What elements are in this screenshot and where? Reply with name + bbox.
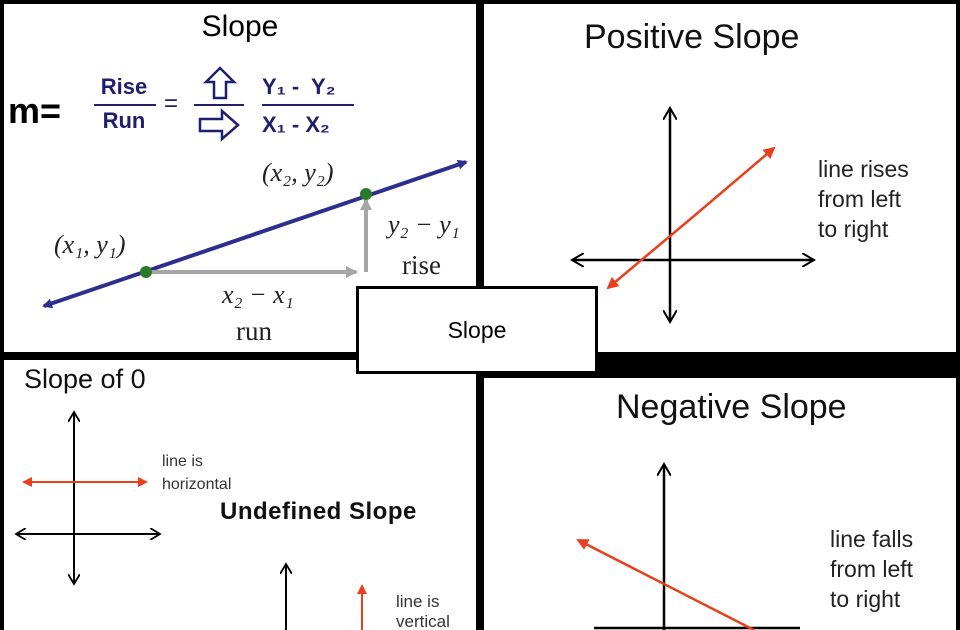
slope-line <box>42 270 145 309</box>
positive-title: Positive Slope <box>584 18 800 56</box>
zero-caption-line: horizontal <box>162 476 232 493</box>
negative-caption-line: to right <box>830 586 901 612</box>
run-expression: x₂ − x₁ <box>222 280 294 309</box>
zero-slope-panel: Slope of 0 line is horizontal Undefined … <box>4 360 476 630</box>
rise-label: Rise <box>100 74 148 99</box>
center-slope-label: Slope <box>447 316 507 343</box>
formula-title: Slope <box>201 10 279 43</box>
rise-run-diagram <box>42 159 468 309</box>
run-label: Run <box>102 108 146 133</box>
point-2 <box>360 188 372 200</box>
right-arrow-icon <box>198 108 240 142</box>
positive-slope-graph <box>484 4 956 352</box>
point-2-label: (x₂, y₂) <box>262 158 334 187</box>
positive-caption: line rises from left to right <box>818 154 909 244</box>
run-word: run <box>236 316 272 346</box>
rise-expression: y₂ − y₁ <box>388 210 460 239</box>
point-1-label: (x₁, y₁) <box>54 230 126 259</box>
xy-fraction-bar <box>262 104 354 106</box>
point-1 <box>140 266 152 278</box>
positive-caption-line: line rises <box>818 156 909 182</box>
rising-line-down <box>606 215 695 290</box>
negative-caption-line: line falls <box>830 526 914 552</box>
formula-panel: Slope m= Rise Run = Y₁ - Y₂ X₁ - X₂ (x₁,… <box>4 4 476 352</box>
undefined-caption: line is vertical <box>396 592 450 630</box>
rise-word: rise <box>402 250 441 280</box>
positive-slope-panel: Positive Slope line rises from left to r… <box>484 4 956 352</box>
undefined-caption-line: vertical <box>396 612 450 630</box>
zero-caption-line: line is <box>162 453 203 470</box>
equals-sign: = <box>164 90 179 117</box>
negative-caption-line: from left <box>830 556 914 582</box>
negative-title: Negative Slope <box>616 388 847 426</box>
center-slope-box: Slope <box>356 286 598 374</box>
slope-line-forward <box>143 159 468 274</box>
rising-line-up <box>693 146 776 217</box>
rise-run-fraction-bar <box>94 104 156 106</box>
m-label: m= <box>8 90 62 131</box>
undefined-title: Undefined Slope <box>220 498 417 525</box>
negative-slope-panel: Negative Slope line falls from left to r… <box>484 378 956 630</box>
negative-caption: line falls from left to right <box>830 524 913 614</box>
zero-slope-graph <box>4 360 367 630</box>
arrow-fraction-bar <box>194 104 244 106</box>
undefined-caption-line: line is <box>396 592 440 611</box>
up-arrow-icon <box>202 66 238 100</box>
negative-slope-graph <box>576 378 800 630</box>
falling-line <box>576 538 755 630</box>
zero-title: Slope of 0 <box>24 364 146 394</box>
x-difference: X₁ - X₂ <box>262 112 330 137</box>
y-difference: Y₁ - Y₂ <box>262 74 336 99</box>
zero-caption: line is horizontal <box>162 450 231 496</box>
positive-caption-line: to right <box>818 216 889 242</box>
positive-caption-line: from left <box>818 186 902 212</box>
